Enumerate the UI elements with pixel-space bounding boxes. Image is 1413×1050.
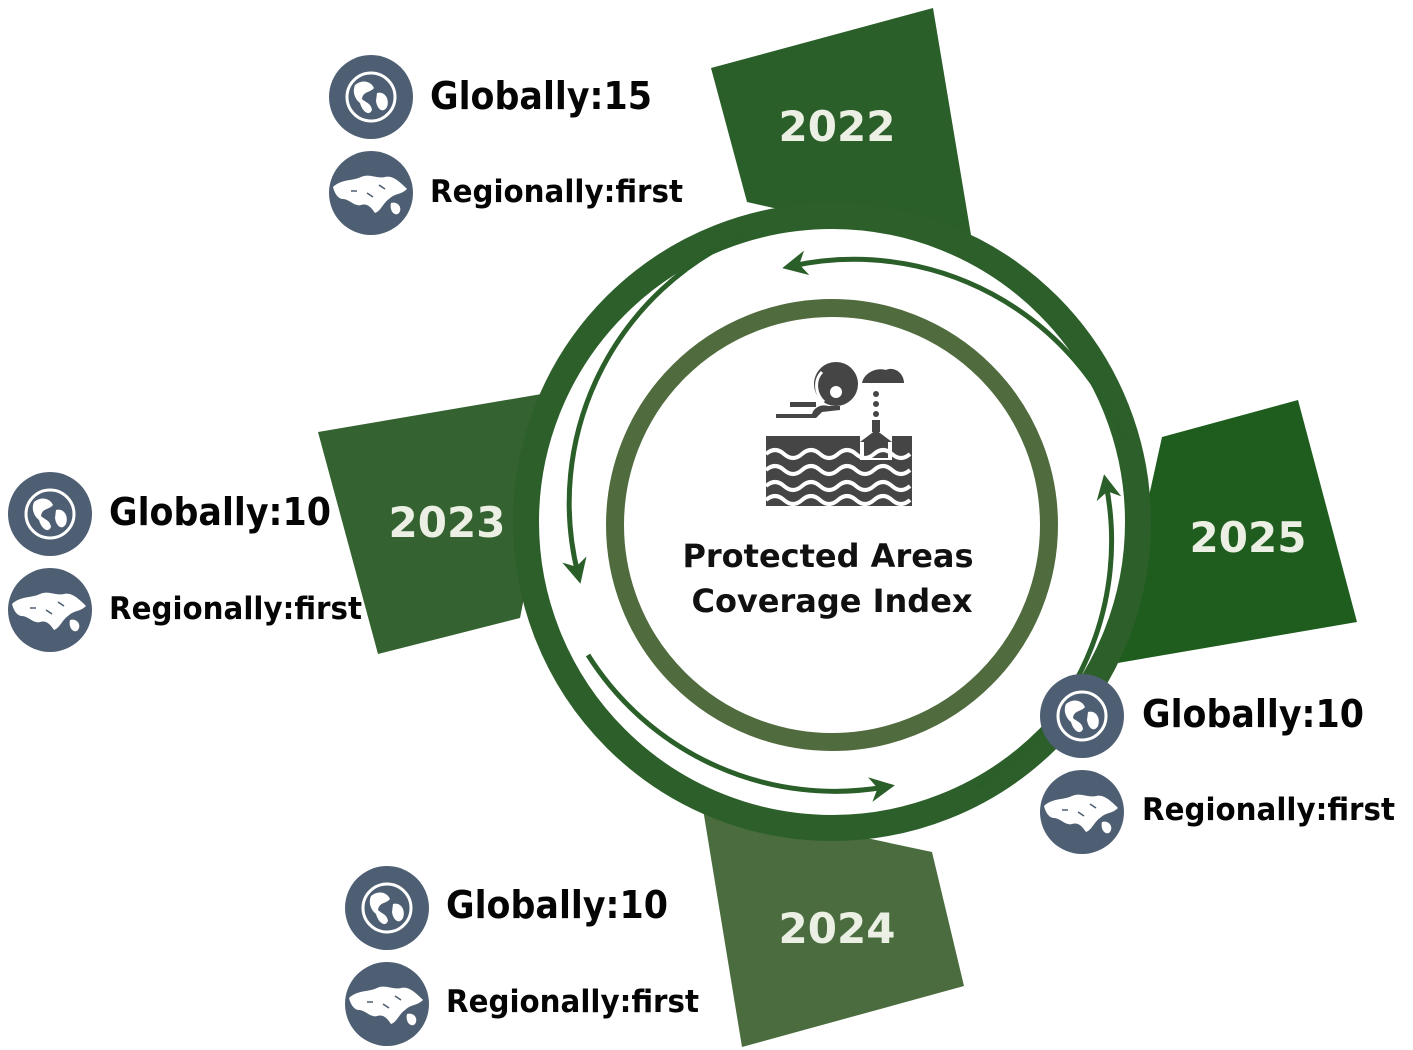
cycle-arrow-2022-to-2023 <box>562 232 746 584</box>
regionally-rank-2023: Regionally:first <box>109 591 362 627</box>
globe-icon <box>6 470 94 558</box>
inner-ring <box>606 299 1058 751</box>
cycle-arrow-2025-to-2022 <box>782 250 1129 446</box>
globe-icon <box>343 864 431 952</box>
protected-sea-icon <box>764 362 912 506</box>
year-panel-2022 <box>711 8 974 253</box>
regionally-rank-2025: Regionally:first <box>1142 792 1395 828</box>
stats-2025: Globally:10 Regionally:first <box>1038 672 1395 855</box>
arab-region-map-icon <box>1039 769 1125 855</box>
regionally-rank-2024: Regionally:first <box>446 984 699 1020</box>
arab-region-map-icon <box>344 961 430 1047</box>
year-panel-2023 <box>318 390 565 654</box>
year-panel-2025 <box>1112 400 1357 664</box>
globe-icon <box>327 53 415 141</box>
stats-2024: Globally:10 Regionally:first <box>343 864 699 1047</box>
year-panel-2024 <box>702 803 964 1047</box>
globally-rank-2025: Globally:10 <box>1142 692 1364 736</box>
globally-rank-2024: Globally:10 <box>446 883 668 927</box>
center-title-line1: Protected Areas <box>682 537 973 575</box>
cycle-arrow-2023-to-2024 <box>585 653 895 802</box>
globally-rank-2022: Globally:15 <box>430 74 652 118</box>
cycle-arrow-2024-to-2025 <box>970 474 1122 793</box>
stats-2023: Globally:10 Regionally:first <box>6 470 362 653</box>
year-label-2024: 2024 <box>779 904 896 953</box>
regionally-rank-2022: Regionally:first <box>430 174 683 210</box>
year-label-2023: 2023 <box>389 498 506 547</box>
arab-region-map-icon <box>7 567 93 653</box>
center-title-line2: Coverage Index <box>691 582 972 620</box>
year-label-2025: 2025 <box>1190 513 1307 562</box>
arab-region-map-icon <box>328 150 414 236</box>
year-label-2022: 2022 <box>779 102 896 151</box>
globe-icon <box>1038 672 1126 760</box>
stats-2022: Globally:15 Regionally:first <box>327 53 683 236</box>
globally-rank-2023: Globally:10 <box>109 490 331 534</box>
